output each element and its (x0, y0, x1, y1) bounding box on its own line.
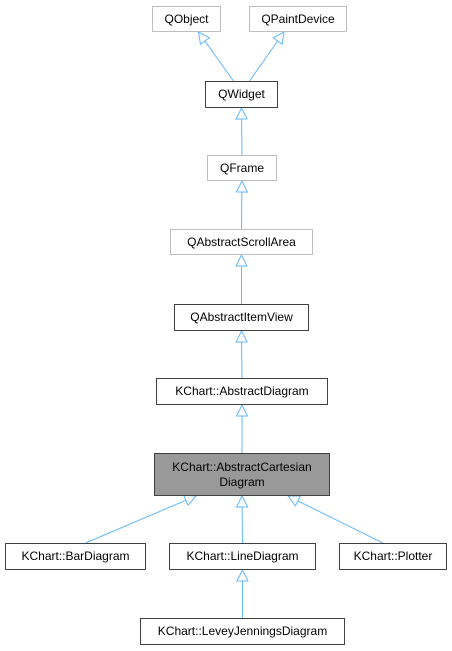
arrowhead-qabstractitemview-to-qabstractscrollarea (235, 253, 248, 267)
edge-qwidget-to-qobject (204, 40, 234, 82)
edge-plotter-to-abstractcartesiandiagram (297, 500, 384, 544)
node-abstractdiagram[interactable]: KChart::AbstractDiagram (156, 378, 328, 405)
node-qobject[interactable]: QObject (152, 6, 221, 32)
node-abstractcartesiandiagram[interactable]: KChart::AbstractCartesian Diagram (154, 453, 330, 496)
arrowhead-leveyjenningsdiagram-to-linediagram (236, 568, 249, 582)
node-abstractdiagram-label: KChart::AbstractDiagram (175, 384, 309, 398)
node-qabstractscrollarea-label: QAbstractScrollArea (187, 234, 296, 249)
node-plotter[interactable]: KChart::Plotter (339, 543, 447, 570)
node-abstractcartesiandiagram-label: KChart::AbstractCartesian Diagram (172, 459, 312, 489)
node-linediagram-label: KChart::LineDiagram (186, 549, 299, 563)
node-qwidget-label: QWidget (218, 87, 265, 101)
arrowhead-qwidget-to-qobject (197, 31, 211, 46)
node-leveyjenningsdiagram-label: KChart::LeveyJenningsDiagram (157, 624, 328, 638)
arrowhead-qframe-to-qwidget (235, 106, 248, 120)
node-qframe-label: QFrame (219, 160, 264, 175)
node-bardiagram[interactable]: KChart::BarDiagram (5, 543, 146, 570)
arrowhead-linediagram-to-abstractcartesiandiagram (235, 494, 249, 508)
arrowhead-abstractdiagram-to-qabstractitemview (235, 329, 248, 343)
node-qframe[interactable]: QFrame (207, 155, 277, 181)
node-plotter-label: KChart::Plotter (353, 549, 433, 563)
node-qabstractitemview-label: QAbstractItemView (190, 310, 293, 324)
arrowhead-qwidget-to-qpaintdevice (272, 31, 285, 46)
arrowhead-abstractcartesiandiagram-to-abstractdiagram (235, 403, 249, 417)
node-qabstractitemview[interactable]: QAbstractItemView (174, 304, 309, 331)
arrowhead-qabstractscrollarea-to-qframe (235, 179, 249, 193)
edge-bardiagram-to-abstractcartesiandiagram (85, 499, 187, 544)
node-leveyjenningsdiagram[interactable]: KChart::LeveyJenningsDiagram (140, 618, 345, 645)
node-qobject-label: QObject (164, 11, 209, 26)
node-qwidget[interactable]: QWidget (205, 81, 278, 108)
arrowhead-bardiagram-to-abstractcartesiandiagram (182, 494, 198, 507)
node-qpaintdevice[interactable]: QPaintDevice (249, 6, 347, 32)
node-qabstractscrollarea[interactable]: QAbstractScrollArea (170, 229, 313, 255)
node-qpaintdevice-label: QPaintDevice (261, 11, 335, 26)
edge-qwidget-to-qpaintdevice (249, 40, 279, 82)
node-bardiagram-label: KChart::BarDiagram (21, 549, 130, 563)
node-linediagram[interactable]: KChart::LineDiagram (169, 543, 316, 570)
